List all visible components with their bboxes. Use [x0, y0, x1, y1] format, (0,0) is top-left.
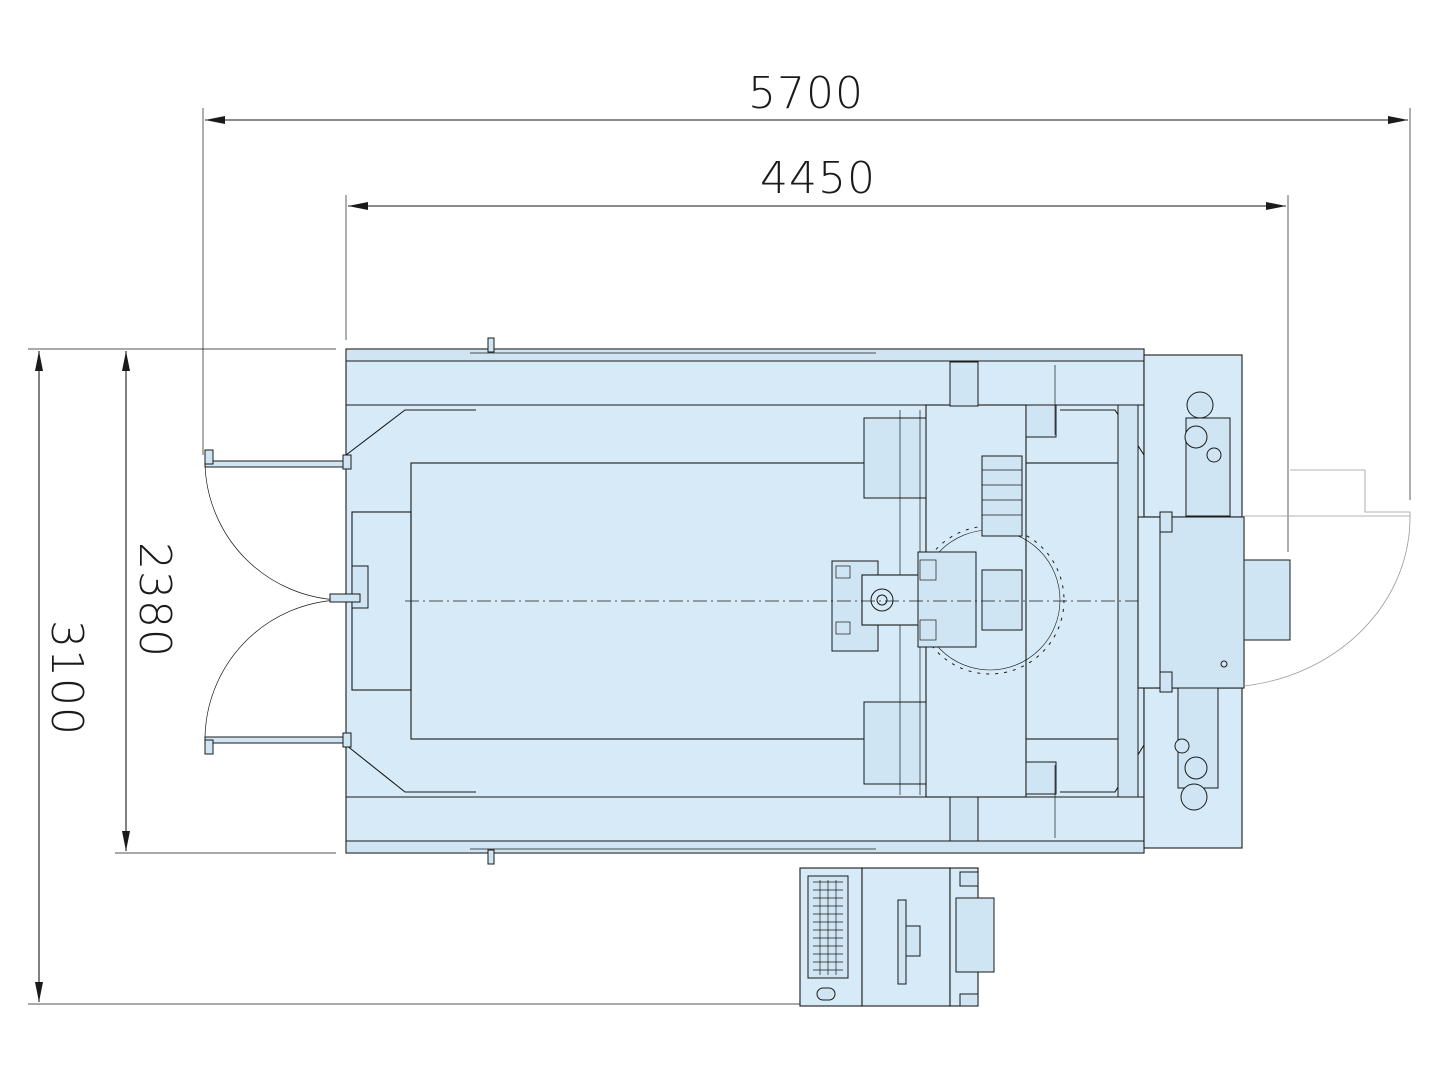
dim-label-3100: 3100: [41, 620, 92, 736]
control-station: [799, 867, 995, 1007]
dim-overall-width: 5700: [202, 68, 1411, 500]
dim-overall-depth: 3100: [28, 348, 800, 1005]
door-swing-icon: [204, 449, 369, 755]
motor-icon: [1174, 391, 1222, 811]
mouse-icon: [816, 987, 836, 1001]
dim-machine-width: 4450: [345, 153, 1289, 552]
dim-label-4450: 4450: [760, 153, 876, 204]
dim-machine-depth: 2380: [115, 348, 336, 854]
dim-label-2380: 2380: [129, 542, 180, 658]
right-cabinet: [1137, 354, 1411, 849]
dim-label-5700: 5700: [748, 68, 864, 119]
tool-changer-icon: [831, 455, 1065, 675]
keyboard-icon: [807, 875, 849, 979]
